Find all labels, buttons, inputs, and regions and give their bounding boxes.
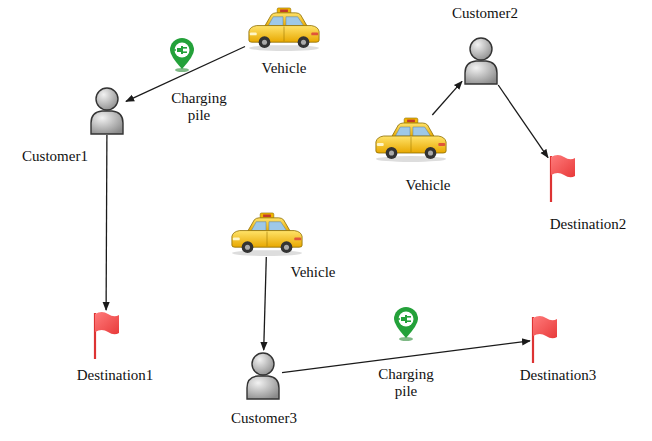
charging-pile-node: Charging pile [168,38,196,72]
node-label: Vehicle [406,177,451,194]
destination-flag-icon [548,153,576,203]
customer-icon [462,35,500,85]
destination-node: Destination2 [548,153,576,203]
node-label: Vehicle [262,60,307,77]
vehicle-node: Vehicle [228,210,306,257]
destination-node: Destination1 [92,310,120,360]
arrow-connector [264,257,267,350]
destination-node: Destination3 [530,314,558,364]
destination-flag-icon [92,310,120,360]
customer-node: Customer3 [244,350,282,400]
node-label: Destination3 [520,367,597,384]
customer-icon [88,85,126,135]
node-label: Customer1 [22,148,88,165]
node-label: Charging pile [374,366,438,400]
vehicle-node: Vehicle [372,115,450,163]
node-label: Destination2 [550,216,627,233]
taxi-icon [228,210,306,257]
node-label: Destination1 [77,367,154,384]
customer-icon [244,350,282,400]
charging-pile-node: Charging pile [392,307,420,341]
taxi-icon [372,115,450,163]
taxi-icon [245,5,323,52]
customer-node: Customer1 [88,85,126,135]
customer-node: Customer2 [462,35,500,85]
charging-pile-icon [392,307,420,341]
node-label: Vehicle [291,264,336,281]
node-label: Customer3 [231,410,297,427]
arrow-connector [498,85,548,158]
destination-flag-icon [530,314,558,364]
charging-pile-icon [168,38,196,72]
arrow-connector [105,135,107,310]
arrow-connector [432,81,462,115]
node-label: Charging pile [167,90,231,124]
vehicle-node: Vehicle [245,5,323,52]
node-label: Customer2 [452,5,518,22]
